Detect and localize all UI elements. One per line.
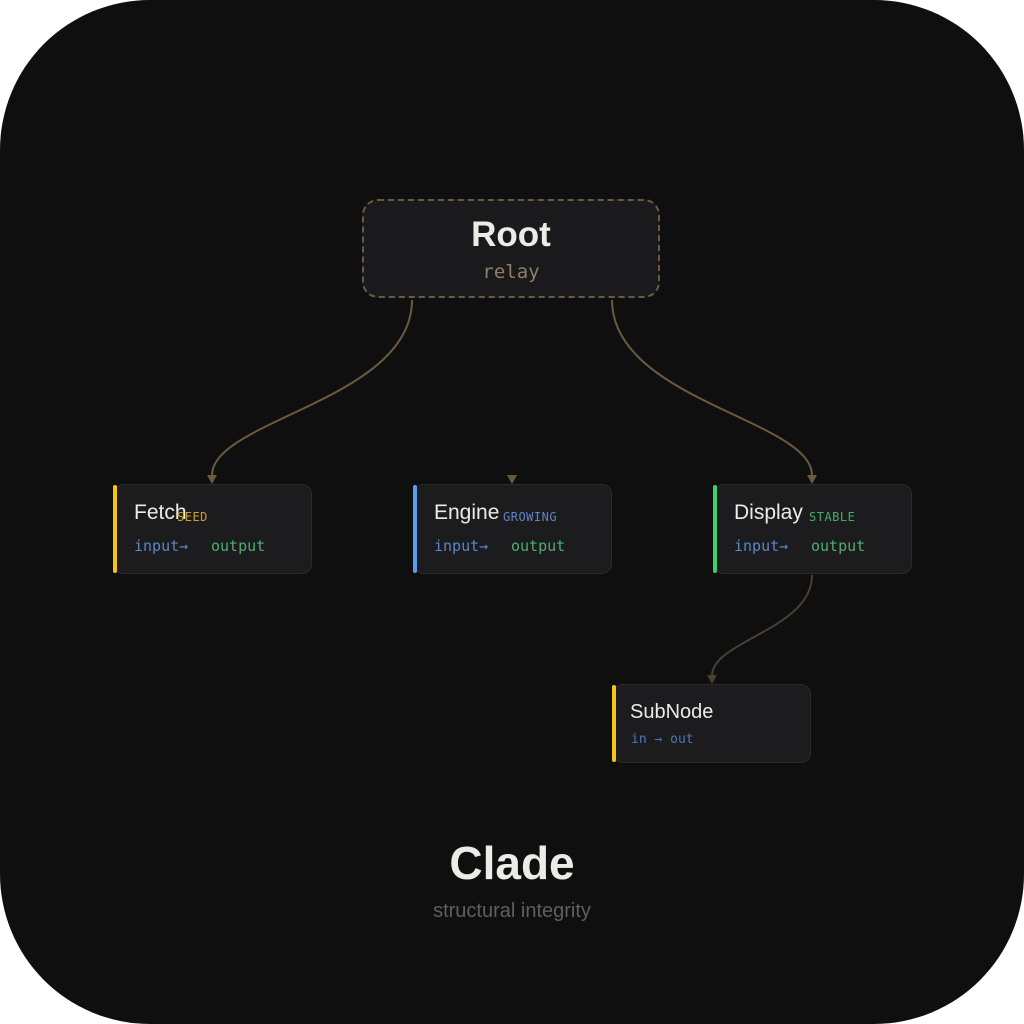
edge-root-display [611, 299, 813, 476]
status-badge: SEED [177, 510, 208, 524]
root-title: Root [471, 215, 551, 254]
node-engine[interactable]: Engine GROWING input→ output [413, 484, 612, 574]
input-port[interactable]: input→ [734, 537, 789, 555]
node-display[interactable]: Display STABLE input→ output [713, 484, 912, 574]
edge-root-fetch [211, 299, 413, 476]
node-title: Engine [434, 501, 500, 524]
root-node[interactable]: Root relay [362, 199, 660, 298]
output-port[interactable]: output [811, 537, 866, 555]
arrowhead-fetch [207, 475, 217, 484]
status-bar [713, 485, 717, 573]
subnode[interactable]: SubNode in → out [612, 684, 811, 763]
arrowhead-display [807, 475, 817, 484]
status-bar [413, 485, 417, 573]
brand-title: Clade [449, 837, 575, 889]
brand-tagline: structural integrity [433, 900, 591, 922]
subnode-port[interactable]: in → out [631, 732, 694, 747]
node-title: Display [734, 501, 803, 524]
subnode-title: SubNode [630, 701, 714, 723]
arrowhead-engine [507, 475, 517, 484]
edge-display-subnode [711, 574, 813, 677]
output-port[interactable]: output [211, 537, 266, 555]
arrowhead-subnode [707, 675, 717, 684]
status-bar [113, 485, 117, 573]
status-bar [612, 685, 616, 762]
output-port[interactable]: output [511, 537, 566, 555]
node-title: Fetch [134, 501, 187, 524]
input-port[interactable]: input→ [134, 537, 189, 555]
input-port[interactable]: input→ [434, 537, 489, 555]
root-subtitle: relay [482, 261, 540, 283]
status-badge: STABLE [809, 510, 856, 524]
status-badge: GROWING [503, 510, 558, 524]
node-fetch[interactable]: Fetch SEED input→ output [113, 484, 312, 574]
